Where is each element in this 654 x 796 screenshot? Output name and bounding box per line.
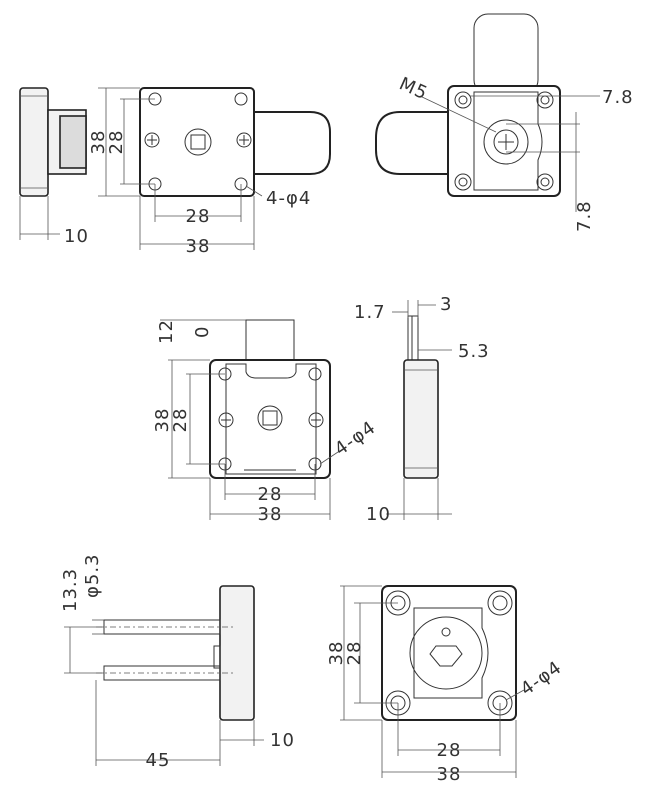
dim-width-inner: 28 <box>437 740 462 761</box>
view-bottom-right: 38 28 28 38 4-φ4 <box>326 585 566 785</box>
view-top-right: M5 7.8 7.8 <box>375 13 634 232</box>
dim-width-outer: 38 <box>437 764 462 785</box>
dim-width-inner: 28 <box>258 484 283 505</box>
view-top-left: 38 28 28 38 10 4-φ4 <box>19 87 331 257</box>
label-thread: M5 <box>396 73 431 104</box>
dim-offset-top: 7.8 <box>602 87 634 108</box>
dim-width-outer: 38 <box>186 236 211 257</box>
dim-bolt-travel: 12 <box>156 319 177 344</box>
dim-thickness: 10 <box>270 730 295 751</box>
view-middle-front: 12 0 38 28 28 38 4-φ4 <box>152 319 380 525</box>
dim-height-inner: 28 <box>344 641 365 666</box>
dim-height-outer: 38 <box>152 408 173 433</box>
dim-bolt-offset: 5.3 <box>458 341 490 362</box>
dim-thickness: 10 <box>64 226 89 247</box>
dim-offset-bottom: 7.8 <box>574 200 595 232</box>
dim-length: 45 <box>146 750 171 771</box>
dim-width-inner: 28 <box>186 206 211 227</box>
dim-cylinder-dia: φ5.3 <box>82 554 103 599</box>
dim-bolt-thickness: 3 <box>440 294 452 315</box>
dim-holes: 4-φ4 <box>331 417 380 460</box>
dim-holes: 4-φ4 <box>266 188 311 209</box>
dim-gap: 1.7 <box>354 302 386 323</box>
side-profile <box>19 87 87 197</box>
dim-thickness: 10 <box>366 504 391 525</box>
dimensions: 38 28 28 38 10 4-φ4 <box>19 87 311 257</box>
dim-height-inner: 28 <box>170 408 191 433</box>
view-middle-side: 1.7 3 5.3 10 <box>354 294 490 525</box>
dim-height-outer: 38 <box>326 641 347 666</box>
screw-left <box>144 132 160 148</box>
screw-right <box>236 132 252 148</box>
view-bottom-left: 13.3 φ5.3 45 10 <box>60 554 295 772</box>
dim-bolt-zero: 0 <box>192 326 213 338</box>
front-plate <box>139 87 331 197</box>
dim-height-outer: 38 <box>88 130 109 155</box>
dim-offset: 13.3 <box>60 568 81 612</box>
dim-holes: 4-φ4 <box>517 657 566 700</box>
dim-width-outer: 38 <box>258 504 283 525</box>
dim-height-inner: 28 <box>106 130 127 155</box>
